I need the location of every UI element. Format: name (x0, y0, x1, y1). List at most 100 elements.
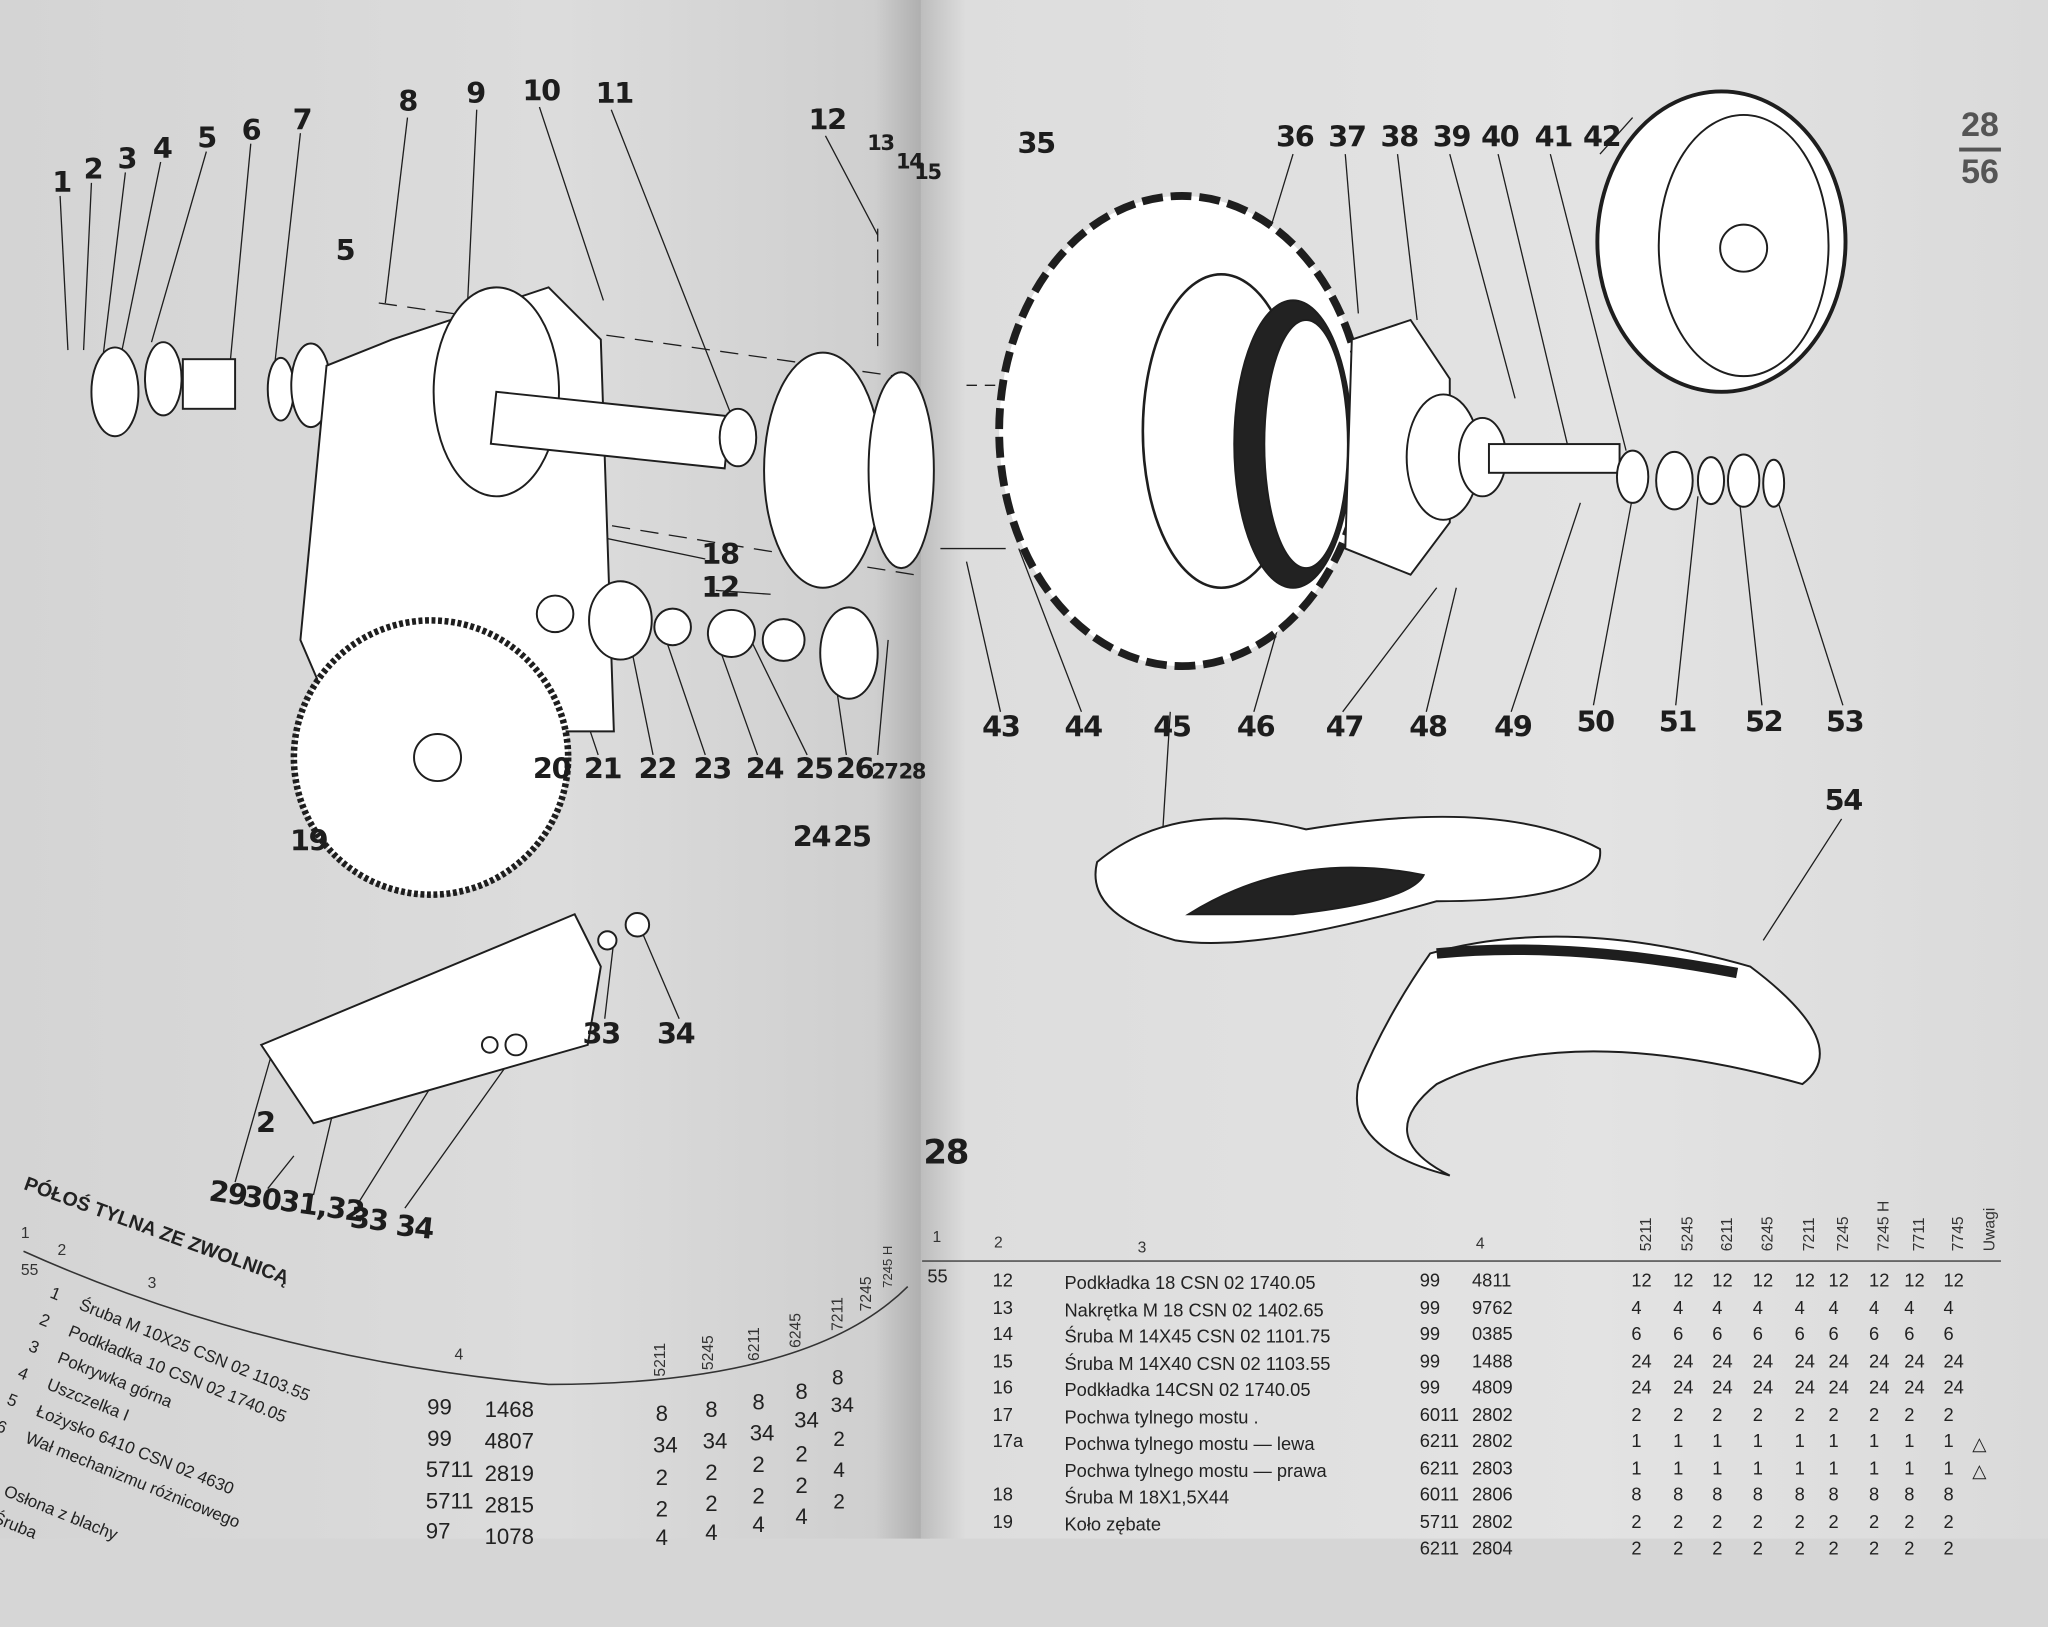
callout: 40 (1481, 121, 1520, 155)
qty: 24 (1631, 1376, 1652, 1398)
qty: 12 (1904, 1269, 1925, 1291)
qty: 6 (1869, 1323, 1880, 1344)
qty: 8 (1828, 1483, 1839, 1505)
col-header: 3 (147, 1273, 157, 1292)
page-number-divider (1959, 147, 2001, 152)
col-header: 4 (1475, 1234, 1485, 1253)
qty: 2 (1828, 1537, 1839, 1559)
qty: 2 (1712, 1510, 1723, 1532)
qty: 12 (1869, 1269, 1890, 1291)
col-header: 1 (20, 1223, 30, 1243)
exploded-parts-drawing (59, 89, 1848, 1209)
callout: 25 (795, 753, 834, 787)
code-a: 97 (425, 1518, 451, 1544)
qty: 12 (1631, 1269, 1652, 1291)
qty: 2 (1631, 1537, 1642, 1559)
qty: 2 (1869, 1510, 1880, 1532)
callout: 50 (1576, 706, 1615, 740)
qty: 2 (1943, 1403, 1954, 1425)
code-b: 1078 (484, 1524, 534, 1550)
callout: 38 (1380, 121, 1420, 155)
qty: 4 (1943, 1296, 1954, 1318)
callout: 35 (1017, 127, 1056, 161)
col-header: 3 (1137, 1238, 1147, 1257)
row-pos: 13 (992, 1296, 1013, 1318)
qty: 2 (1673, 1537, 1684, 1559)
qty: 2 (655, 1496, 669, 1522)
qty: 24 (1712, 1376, 1733, 1398)
callout: 19 (289, 825, 329, 859)
code-a: 99 (1419, 1269, 1441, 1291)
qty: 8 (1631, 1483, 1642, 1505)
row-name: Podkładka 14CSN 02 1740.05 (1064, 1379, 1311, 1401)
code-b: 4811 (1471, 1269, 1512, 1291)
qty: 1 (1869, 1430, 1880, 1452)
callout: 1 (52, 167, 72, 200)
callout: 44 (1064, 711, 1103, 745)
qty: 1 (1943, 1430, 1954, 1452)
row-pos: 15 (992, 1349, 1013, 1371)
row-pos: 16 (992, 1376, 1013, 1398)
qty: 2 (1752, 1537, 1763, 1559)
row-name: Nakrętka M 18 CSN 02 1402.65 (1064, 1298, 1324, 1320)
qty: 2 (1712, 1403, 1723, 1425)
qty: 2 (1752, 1510, 1763, 1532)
callout: 24 (745, 753, 785, 787)
note-triangle-icon: △ (1972, 1459, 1987, 1481)
callout: 20 (532, 753, 572, 787)
qty: 24 (1904, 1376, 1925, 1398)
callout: 49 (1494, 711, 1533, 745)
qty: 12 (1828, 1269, 1849, 1291)
callout: 28 (898, 758, 927, 784)
callout: 42 (1582, 121, 1622, 155)
callout: 18 (701, 539, 740, 573)
callout: 6 (241, 114, 262, 148)
callout: 41 (1534, 121, 1574, 155)
qty: 2 (1673, 1510, 1684, 1532)
qty: 8 (1712, 1483, 1723, 1505)
qty: 4 (833, 1460, 845, 1483)
qty: 12 (1712, 1269, 1733, 1291)
qty: 2 (1943, 1510, 1954, 1532)
qty: 2 (795, 1441, 808, 1467)
code-a: 6211 (1419, 1456, 1460, 1478)
variant-header: 5245 (1678, 1216, 1697, 1252)
code-b: 2803 (1471, 1456, 1513, 1478)
qty: 1 (1794, 1456, 1805, 1478)
qty: 8 (655, 1401, 669, 1427)
code-a: 99 (427, 1394, 452, 1420)
qty: 6 (1943, 1323, 1954, 1344)
callout: 22 (638, 753, 678, 787)
code-a: 99 (427, 1426, 452, 1452)
callout: 24 (792, 821, 832, 855)
code-b: 4809 (1471, 1376, 1513, 1398)
qty: 1 (1828, 1430, 1839, 1452)
callout: 11 (595, 78, 635, 112)
qty: 8 (705, 1397, 718, 1423)
qty: 24 (1673, 1349, 1694, 1371)
qty: 34 (749, 1421, 775, 1446)
callout: 2 (255, 1107, 276, 1141)
row-pos: 18 (992, 1483, 1013, 1505)
qty: 12 (1943, 1269, 1964, 1291)
qty: 1 (1631, 1430, 1642, 1452)
callout: 9 (466, 78, 486, 112)
callout: 2 (83, 154, 104, 187)
row-name: Śruba M 14X40 CSN 02 1103.55 (1064, 1352, 1331, 1374)
callout: 8 (398, 86, 418, 119)
code-b: 2802 (1471, 1430, 1513, 1452)
callout: 34 (656, 1018, 696, 1052)
row-name: Śruba M 14X45 CSN 02 1101.75 (1064, 1325, 1331, 1347)
qty: 12 (1673, 1269, 1694, 1291)
qty: 4 (752, 1512, 765, 1538)
qty: 34 (653, 1432, 678, 1458)
qty: 24 (1869, 1349, 1890, 1371)
figure-number: 28 (923, 1133, 969, 1173)
qty: 4 (1712, 1296, 1723, 1318)
qty: 24 (1943, 1376, 1964, 1398)
qty: 1 (1752, 1456, 1763, 1478)
callout: 43 (982, 711, 1021, 745)
qty: 2 (1904, 1403, 1915, 1425)
variant-header: 5211 (1636, 1217, 1655, 1252)
code-a: 6211 (1419, 1537, 1460, 1559)
